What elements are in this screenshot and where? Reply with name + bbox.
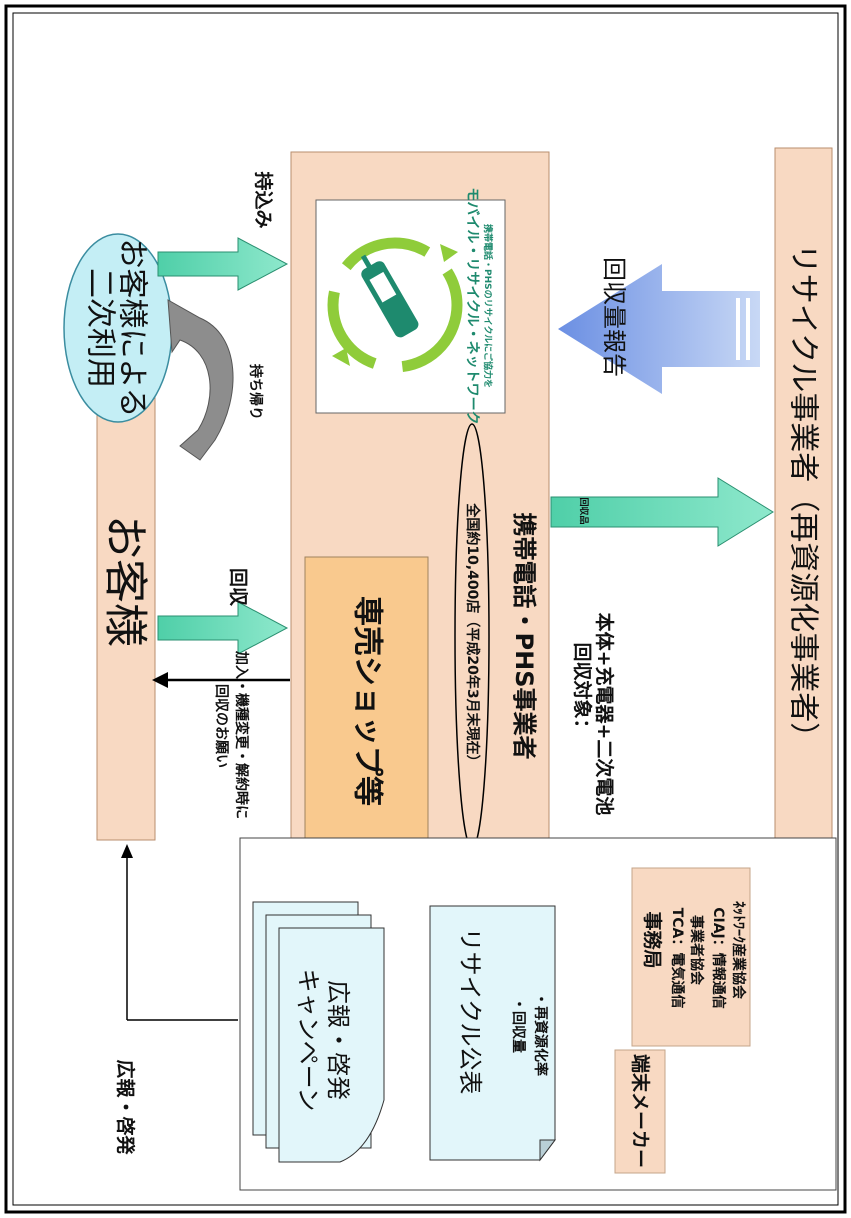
- inner-frame: [12, 12, 839, 1206]
- maker-box: [614, 1049, 666, 1174]
- logo-title: モバイル・リサイクル・ネットワーク: [464, 187, 480, 424]
- campaign-line1: 広報・啓発: [324, 980, 352, 1100]
- campaign-page-front: [278, 927, 385, 1163]
- report-arrow-stripe-1: [736, 298, 740, 360]
- secretariat-box: [631, 867, 751, 1047]
- take-home-label: 持ち帰り: [247, 364, 264, 420]
- take-home-curved-arrow: [167, 299, 234, 461]
- secretariat-line2: 事業者協会: [688, 915, 705, 986]
- shop-label: 専売ショップ等: [350, 596, 385, 806]
- publish-item2: ・再資源化率: [532, 992, 549, 1076]
- request-arrow-head: [152, 672, 168, 688]
- report-arrow-stripe-2: [746, 298, 750, 360]
- publish-item1: ・回収量: [510, 997, 527, 1053]
- recycler-label: リサイクル事業者（再資源化事業者）: [786, 244, 821, 753]
- collected-goods-label: 回収品: [578, 497, 590, 524]
- secretariat-line4: ﾈｯﾄﾜｰｸ産業協会: [730, 901, 747, 1000]
- report-arrow: [558, 264, 760, 394]
- stores-label: 全国約10,400店（平成20年3月末現在）: [464, 502, 481, 768]
- customer-label: お客様: [100, 515, 151, 647]
- pr-arrow-head: [121, 844, 133, 858]
- report-label: 回収量報告: [600, 257, 628, 377]
- secretariat-title: 事務局: [641, 911, 664, 968]
- bring-in-label: 持込み: [252, 171, 275, 228]
- recycle-ring-icon: [327, 237, 463, 373]
- carrier-label: 携帯電話・PHS事業者: [510, 513, 538, 760]
- collect-arrow: [157, 601, 289, 655]
- shop-box: [304, 556, 429, 846]
- target-line2: 本体+充電器+二次電池: [593, 613, 616, 816]
- secondary-use-line2: 二次利用: [83, 268, 118, 388]
- secretariat-line3: CIAJ：情報通信: [710, 907, 727, 1009]
- secondary-use-line1: お客様による: [115, 238, 150, 417]
- campaign-line2: キャンペーン: [294, 969, 322, 1112]
- pr-label: 広報・啓発: [114, 1059, 137, 1155]
- publish-title: リサイクル公表: [456, 928, 484, 1095]
- target-line1: 回収対象：: [571, 642, 594, 737]
- collect-label: 回収: [227, 568, 249, 607]
- logo-subtitle: 携帯電話・PHSのリサイクルにご協力を: [482, 224, 494, 388]
- publish-doc-fold: [539, 1139, 556, 1162]
- collected-goods-arrow: [550, 477, 774, 547]
- secretariat-line1: TCA：電気通信: [669, 908, 686, 1009]
- bring-in-arrow: [157, 237, 289, 291]
- maker-label: 端末メーカー: [629, 1054, 652, 1168]
- recycle-arrowhead-1: [440, 244, 458, 262]
- recycler-box: [774, 147, 833, 849]
- recycle-arrowhead-2: [332, 348, 350, 366]
- mobile-phone-icon: [360, 254, 419, 338]
- request-line2: 回収のお願い: [213, 684, 230, 768]
- logo-box: [315, 199, 506, 414]
- request-line1: 加入・機種変更・解約時に: [233, 650, 250, 819]
